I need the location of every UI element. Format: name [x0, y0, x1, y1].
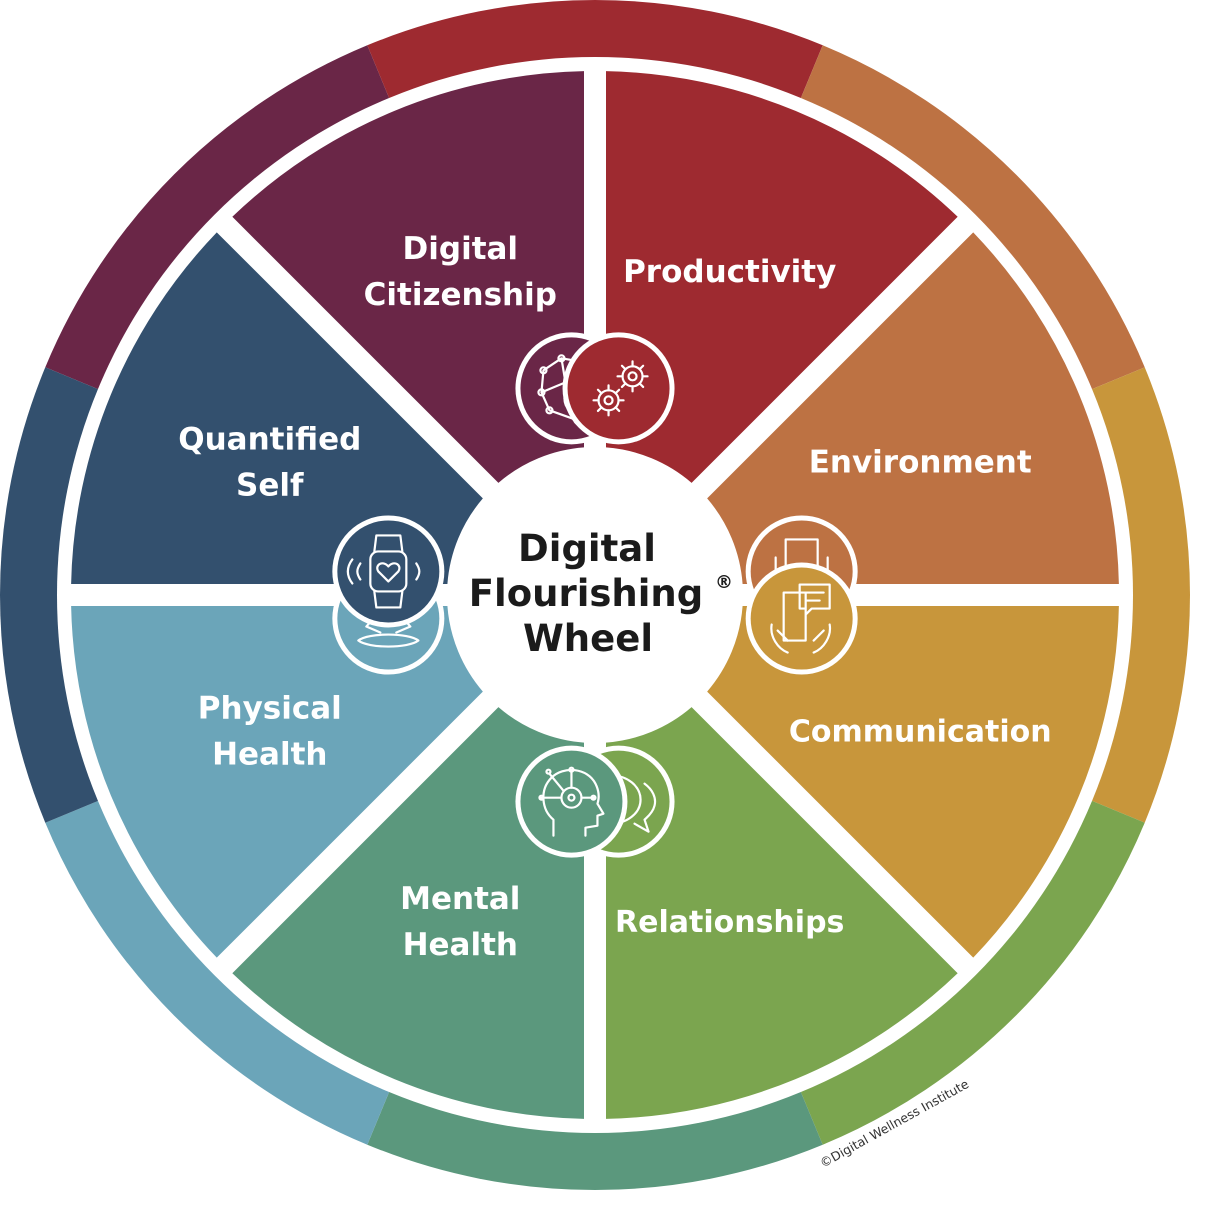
segment-icons — [332, 332, 858, 858]
ring-separator — [57, 57, 1133, 1133]
brain-head-icon — [515, 745, 628, 858]
label-relationships: Relationships — [615, 905, 844, 940]
segment-labels: DigitalCitizenshipProductivityEnvironmen… — [178, 231, 1051, 963]
label-physical-health-line2: Health — [212, 737, 327, 773]
phone-chat-icon — [745, 562, 858, 675]
label-quantified-self-line2: Self — [236, 467, 304, 503]
label-mental-health-line2: Health — [403, 927, 518, 963]
registered-mark: ® — [715, 572, 733, 593]
label-environment-line1: Environment — [809, 444, 1032, 480]
segment-digital-citizenship — [232, 71, 584, 483]
label-digital-citizenship-line2: Citizenship — [364, 277, 557, 313]
gears-icon — [562, 332, 675, 445]
inner-segments — [71, 71, 1119, 1119]
label-relationships-line1: Relationships — [615, 905, 844, 940]
segment-productivity — [606, 71, 958, 483]
label-quantified-self-line1: Quantified — [178, 421, 361, 457]
segment-mental-health — [232, 707, 584, 1119]
center-title-line1: Digital — [518, 527, 656, 570]
segment-environment — [707, 232, 1119, 584]
center-title: Digital Flourishing ® Wheel — [469, 527, 733, 660]
label-physical-health-line1: Physical — [198, 691, 342, 727]
label-environment: Environment — [809, 444, 1032, 480]
center-title-line3: Wheel — [523, 617, 653, 660]
segment-relationships — [606, 707, 958, 1119]
segment-communication — [707, 606, 1119, 958]
smartwatch-heart-icon — [332, 515, 445, 628]
segment-quantified-self — [71, 232, 483, 584]
label-digital-citizenship-line1: Digital — [403, 231, 519, 267]
segment-physical-health — [71, 606, 483, 958]
label-productivity: Productivity — [623, 254, 836, 290]
label-communication-line1: Communication — [789, 715, 1052, 750]
center-title-line2: Flourishing — [469, 572, 704, 615]
label-communication: Communication — [789, 715, 1052, 750]
label-productivity-line1: Productivity — [623, 254, 836, 290]
label-mental-health-line1: Mental — [400, 881, 520, 917]
